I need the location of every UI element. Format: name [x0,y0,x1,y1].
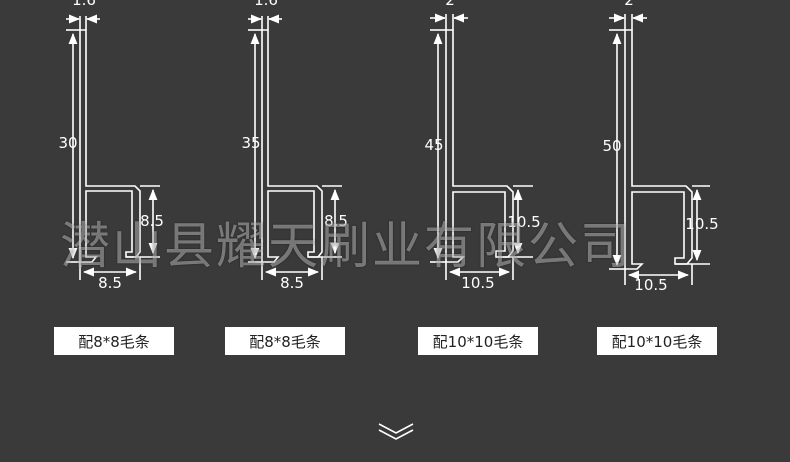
profile-3-lip-label: 10.5 [507,213,540,231]
profile-3-height-label: 45 [424,136,443,154]
profile-2-bottom-label: 8.5 [280,274,304,292]
profile-2 [248,14,342,280]
profile-4-brush-label: 配10*10毛条 [597,327,717,355]
profile-3-outline [445,29,514,263]
profile-1-outline [79,29,141,263]
profile-4 [609,13,710,285]
profile-1-height-label: 30 [58,134,77,152]
profile-1-brush-label: 配8*8毛条 [54,327,174,355]
profile-2-height-label: 35 [241,134,260,152]
profile-2-outline [261,29,323,263]
double-chevron-down-icon[interactable] [377,420,415,442]
profile-1-bottom-label: 8.5 [98,274,122,292]
profile-2-top-width-label: 1.6 [254,0,278,9]
profile-1-top-width-label: 1.6 [72,0,96,9]
profile-2-brush-label: 配8*8毛条 [225,327,345,355]
profile-1-lip-label: 8.5 [140,212,164,230]
profile-4-bottom-label: 10.5 [634,276,667,294]
profile-4-outline [624,29,693,270]
profile-1 [66,14,160,280]
profile-3-brush-label: 配10*10毛条 [418,327,538,355]
profile-4-top-width-label: 2 [624,0,634,9]
profile-3-bottom-label: 10.5 [461,274,494,292]
profile-4-height-label: 50 [602,137,621,155]
profile-2-lip-label: 8.5 [324,212,348,230]
profile-3 [430,13,533,280]
profile-3-top-width-label: 2 [445,0,455,9]
profile-4-lip-label: 10.5 [685,215,718,233]
